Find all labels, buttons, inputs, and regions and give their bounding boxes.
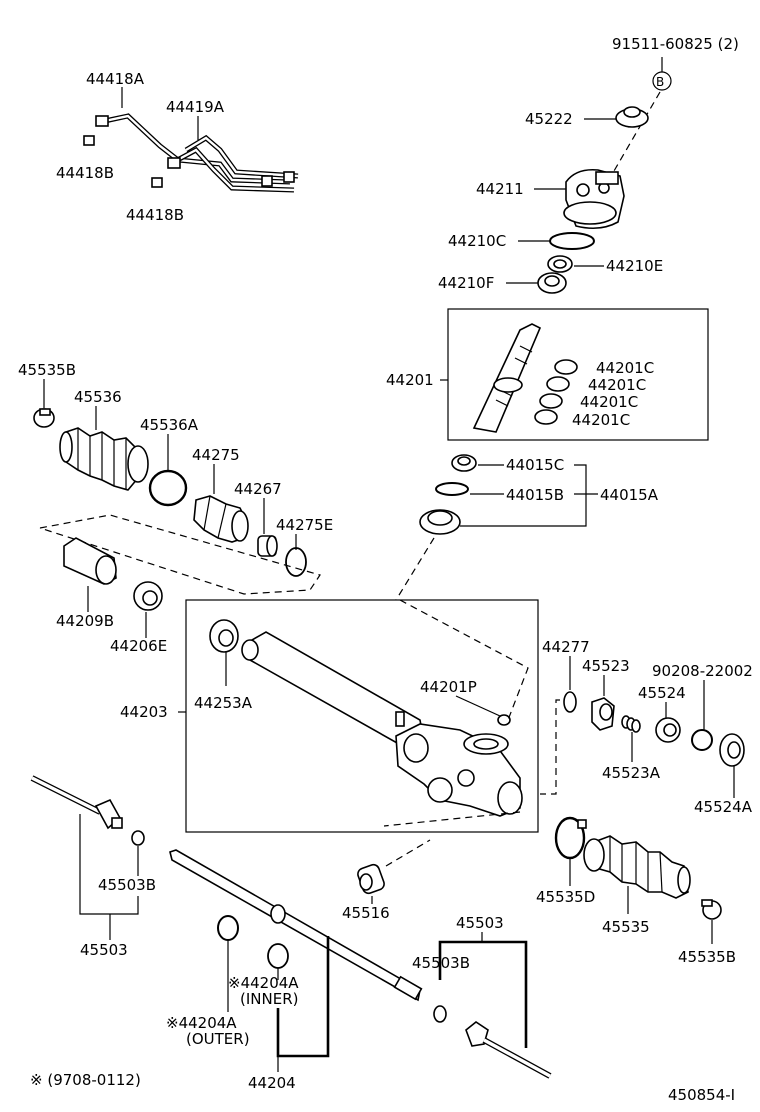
dash-boot-group: [39, 514, 321, 595]
label-45503-left: 45503: [80, 941, 128, 959]
label-45524: 45524: [638, 684, 686, 702]
label-45516: 45516: [342, 904, 390, 922]
label-45535B-right: 45535B: [678, 948, 736, 966]
label-44201C-3: 44201C: [580, 393, 638, 411]
rack-bar-44204: [169, 849, 423, 1002]
label-44210F: 44210F: [438, 274, 494, 292]
label-44418B-1: 44418B: [56, 164, 114, 182]
tie-rod-end-45503-left: [30, 775, 123, 830]
clamp-45535B-right: [701, 899, 722, 920]
bearing-44210F: [537, 272, 567, 294]
locknut-45524A: [719, 733, 745, 767]
clamp-45535B-left: [33, 408, 55, 428]
cap-44418B-1: [83, 135, 95, 146]
label-44418B-2: 44418B: [126, 206, 184, 224]
ring-90208: [691, 729, 713, 751]
label-44277: 44277: [542, 638, 590, 656]
seal-rings-44201C: [534, 359, 578, 425]
bushing-44253A: [209, 619, 239, 653]
label-44209B: 44209B: [56, 612, 114, 630]
bearing-44210E: [547, 255, 573, 273]
label-45524A: 45524A: [694, 798, 753, 816]
nut-45503B-right: [433, 1005, 447, 1023]
label-44418A: 44418A: [86, 70, 145, 88]
label-44210C: 44210C: [448, 232, 506, 250]
boot-45536: [59, 427, 149, 491]
boot-45535: [583, 835, 691, 899]
boot-44275: [193, 495, 249, 543]
label-44203: 44203: [120, 703, 168, 721]
ring-44204A-outer: [217, 915, 239, 941]
guide-45523: [591, 697, 615, 731]
label-44201: 44201: [386, 371, 434, 389]
clamp-45535D: [554, 816, 587, 860]
label-44015C: 44015C: [506, 456, 564, 474]
label-44204A-inner-note: (INNER): [240, 990, 298, 1008]
label-44201P: 44201P: [420, 678, 477, 696]
ring-44204A-inner: [267, 943, 289, 969]
footnote: ※ (9708-0112): [30, 1071, 141, 1089]
label-44210E: 44210E: [606, 257, 663, 275]
rack-housing-44203: [241, 631, 523, 817]
cap-44418B-2: [151, 177, 163, 188]
label-44204A-outer: ※44204A: [166, 1014, 237, 1032]
label-45535D: 45535D: [536, 888, 595, 906]
label-44204A-outer-note: (OUTER): [186, 1030, 250, 1048]
label-44015B: 44015B: [506, 486, 564, 504]
bushing-44267: [257, 535, 278, 557]
label-44267: 44267: [234, 480, 282, 498]
rack-housing-box: [185, 599, 539, 833]
pipe-assembly-44419A: [95, 113, 299, 193]
clamp-45536A: [148, 469, 188, 507]
plug-44201P: [497, 714, 511, 726]
pinion-shaft-44201: [472, 323, 542, 433]
label-90208-22002: 90208-22002: [652, 662, 753, 680]
label-44275E: 44275E: [276, 516, 333, 534]
label-45523: 45523: [582, 657, 630, 675]
o-ring-44275E: [285, 547, 307, 577]
label-45536: 45536: [74, 388, 122, 406]
label-44204: 44204: [248, 1074, 296, 1092]
label-44253A: 44253A: [194, 694, 253, 712]
pin-44277: [563, 691, 577, 713]
bushing-44206E: [133, 581, 163, 611]
label-45503B-left: 45503B: [98, 876, 156, 894]
label-45503-right: 45503: [456, 914, 504, 932]
document-number: 450854-I: [668, 1086, 735, 1104]
valve-housing-44211: [563, 168, 625, 230]
label-45535: 45535: [602, 918, 650, 936]
ring-44015B: [435, 482, 469, 496]
label-45222: 45222: [525, 110, 573, 128]
label-44201C-2: 44201C: [588, 376, 646, 394]
nut-45503B-left: [131, 830, 145, 846]
spring-cap-45524: [655, 717, 681, 743]
sleeve-44209B: [63, 537, 117, 585]
label-44211: 44211: [476, 180, 524, 198]
label-44204A-inner: ※44204A: [228, 974, 299, 992]
label-44201C-4: 44201C: [572, 411, 630, 429]
seal-44015C: [451, 454, 477, 472]
label-45503B-right: 45503B: [412, 954, 470, 972]
label-45536A: 45536A: [140, 416, 199, 434]
label-44275: 44275: [192, 446, 240, 464]
tie-rod-45503-right: [465, 1021, 552, 1079]
dust-cap-45222: [615, 106, 649, 128]
label-91511-60825: 91511-60825 (2): [612, 35, 739, 53]
seal-44015A: [419, 509, 461, 535]
label-45523A: 45523A: [602, 764, 661, 782]
spring-45523A: [621, 715, 641, 733]
ref-b-letter: B: [656, 75, 664, 89]
label-45535B-left: 45535B: [18, 361, 76, 379]
label-44201C-1: 44201C: [596, 359, 654, 377]
pinion-group-box: [447, 308, 709, 441]
o-ring-44210C: [549, 232, 595, 250]
label-44015A: 44015A: [600, 486, 659, 504]
label-44419A: 44419A: [166, 98, 225, 116]
boot-45516: [357, 863, 385, 895]
label-44206E: 44206E: [110, 637, 167, 655]
